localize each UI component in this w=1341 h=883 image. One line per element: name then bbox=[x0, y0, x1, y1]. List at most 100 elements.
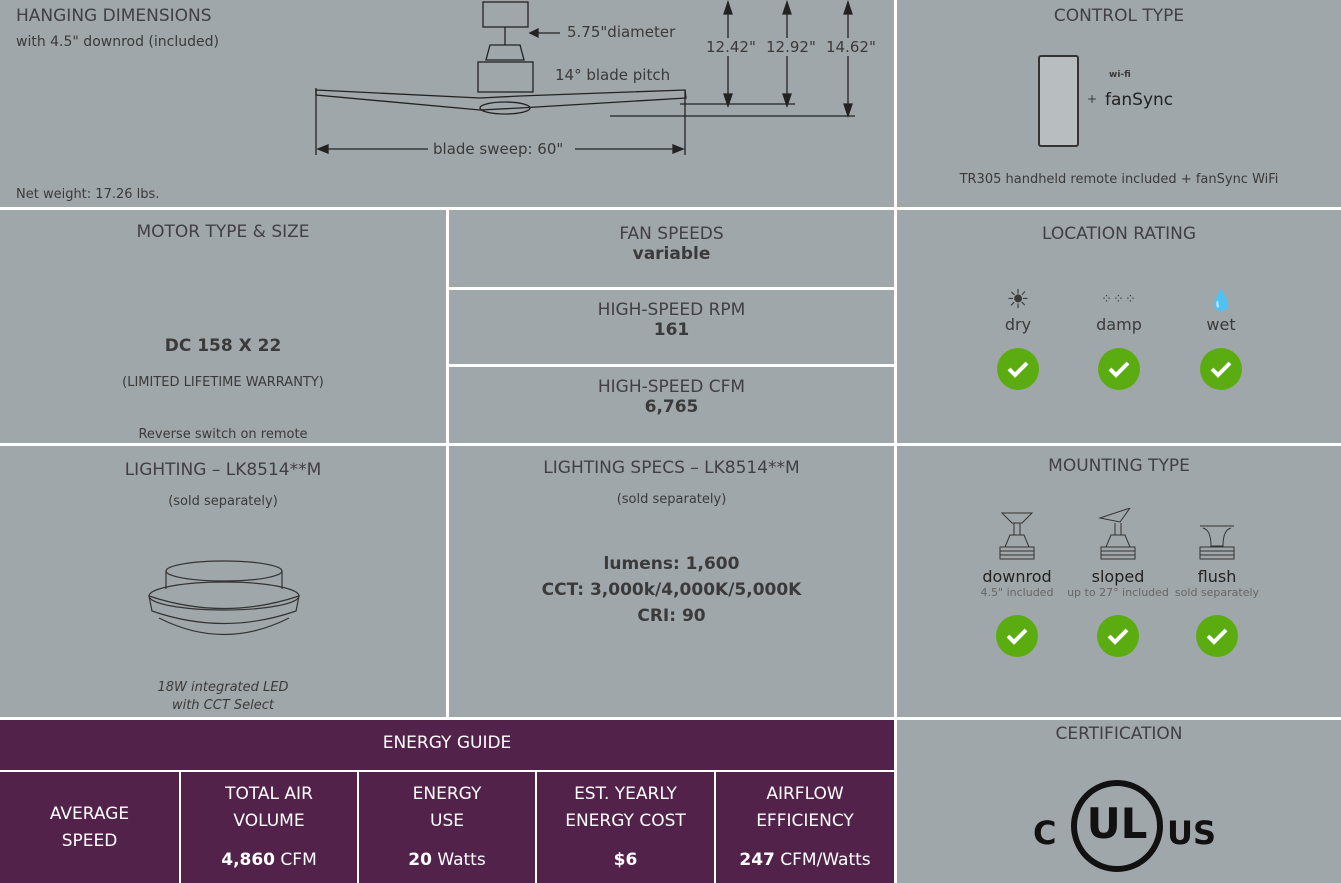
location-dry: ☀ dry bbox=[978, 285, 1058, 390]
check-icon bbox=[1200, 348, 1242, 390]
location-label: wet bbox=[1206, 315, 1236, 334]
certification-panel: CERTIFICATION C UL US bbox=[897, 720, 1341, 883]
check-icon bbox=[996, 615, 1038, 657]
cell-label: VOLUME bbox=[233, 811, 305, 831]
panel-title: LOCATION RATING bbox=[1041, 224, 1197, 244]
downrod-mount-icon bbox=[999, 512, 1035, 560]
lighting-specs-panel: LIGHTING SPECS – LK8514**M (sold separat… bbox=[449, 446, 894, 717]
fan-speeds-value: variable bbox=[632, 244, 711, 264]
lumens: lumens: 1,600 bbox=[603, 554, 740, 574]
fansync-logo: fanSync bbox=[1105, 90, 1174, 110]
mount-flush: flush sold separately bbox=[1167, 508, 1267, 657]
ul-text: UL bbox=[1086, 799, 1148, 848]
cfm-panel: HIGH-SPEED CFM 6,765 bbox=[449, 367, 894, 443]
cell-label: ENERGY bbox=[412, 784, 482, 804]
ul-c: C bbox=[1033, 814, 1057, 852]
led-caption: 18W integrated LED bbox=[157, 680, 289, 695]
cell-value: 4,860 bbox=[221, 850, 276, 870]
mount-sub: up to 27° included bbox=[1067, 586, 1169, 599]
panel-title: CONTROL TYPE bbox=[1053, 6, 1185, 26]
plus-sign: + bbox=[1087, 92, 1098, 106]
mount-downrod: downrod 4.5" included bbox=[975, 508, 1059, 657]
blade-sweep-label: blade sweep: 60" bbox=[433, 140, 564, 158]
cell-label: ENERGY COST bbox=[565, 811, 686, 831]
mount-label: sloped bbox=[1091, 567, 1145, 586]
subtitle: with 4.5" downrod (included) bbox=[16, 34, 219, 50]
energy-air-volume: TOTAL AIR VOLUME 4,860 CFM bbox=[181, 772, 357, 883]
cell-label: EST. YEARLY bbox=[574, 784, 677, 804]
cell-unit: CFM/Watts bbox=[774, 850, 871, 870]
panel-title: HIGH-SPEED RPM bbox=[597, 300, 746, 320]
mount-label: flush bbox=[1197, 567, 1237, 586]
fan-speeds-panel: FAN SPEEDS variable bbox=[449, 210, 894, 287]
mount-sub: sold separately bbox=[1174, 586, 1260, 599]
cct-caption: with CCT Select bbox=[171, 698, 275, 713]
sloped-mount-icon bbox=[1098, 507, 1136, 560]
cell-label: USE bbox=[430, 811, 464, 831]
control-type-panel: CONTROL TYPE + wi-fi fanSync TR305 handh… bbox=[897, 0, 1341, 207]
cell-label: AIRFLOW bbox=[766, 784, 844, 804]
check-icon bbox=[1196, 615, 1238, 657]
cell-value: 247 bbox=[739, 850, 775, 870]
hanging-dimensions-panel: HANGING DIMENSIONS with 4.5" downrod (in… bbox=[0, 0, 894, 207]
panel-title: MOUNTING TYPE bbox=[1048, 456, 1190, 476]
panel-title: CERTIFICATION bbox=[1055, 724, 1183, 744]
energy-guide-title: ENERGY GUIDE bbox=[382, 733, 512, 753]
energy-yearly-cost: EST. YEARLY ENERGY COST $6 bbox=[537, 772, 714, 883]
location-damp: ⁘⁘⁘ damp bbox=[1079, 285, 1159, 390]
panel-title: MOTOR TYPE & SIZE bbox=[136, 222, 310, 242]
energy-guide-header: ENERGY GUIDE bbox=[0, 720, 894, 770]
height-label-2: 12.92" bbox=[766, 38, 816, 56]
panel-title: FAN SPEEDS bbox=[619, 224, 724, 244]
location-label: damp bbox=[1096, 315, 1142, 334]
energy-airflow-efficiency: AIRFLOW EFFICIENCY 247 CFM/Watts bbox=[716, 772, 894, 883]
rpm-value: 161 bbox=[653, 320, 690, 340]
rpm-panel: HIGH-SPEED RPM 161 bbox=[449, 290, 894, 364]
cell-unit: Watts bbox=[431, 850, 486, 870]
cell-label: SPEED bbox=[61, 830, 118, 851]
ul-circle: UL bbox=[1071, 780, 1163, 872]
cct: CCT: 3,000k/4,000K/5,000K bbox=[541, 580, 802, 600]
sold-separately: (sold separately) bbox=[168, 494, 278, 509]
location-rating-panel: LOCATION RATING ☀ dry ⁘⁘⁘ damp 💧 wet bbox=[897, 210, 1341, 443]
check-icon bbox=[997, 348, 1039, 390]
sold-separately: (sold separately) bbox=[616, 492, 727, 507]
ul-logo: C UL US bbox=[1033, 778, 1216, 878]
cell-label: AVERAGE bbox=[49, 803, 130, 824]
cell-unit: CFM bbox=[275, 850, 317, 870]
mount-label: downrod bbox=[982, 567, 1052, 586]
panel-title: LIGHTING – LK8514**M bbox=[124, 460, 322, 480]
cell-label: EFFICIENCY bbox=[756, 811, 854, 831]
cri: CRI: 90 bbox=[637, 606, 706, 626]
warranty: (LIMITED LIFETIME WARRANTY) bbox=[122, 375, 324, 390]
fan-diagram bbox=[315, 0, 855, 155]
motor-value: DC 158 X 22 bbox=[164, 336, 282, 356]
remote-icon bbox=[1038, 55, 1079, 147]
panel-title: LIGHTING SPECS – LK8514**M bbox=[543, 458, 800, 478]
panel-title: HANGING DIMENSIONS bbox=[16, 6, 212, 26]
energy-use: ENERGY USE 20 Watts bbox=[359, 772, 535, 883]
height-label-1: 12.42" bbox=[706, 38, 756, 56]
net-weight: Net weight: 17.26 lbs. bbox=[16, 187, 160, 202]
check-icon bbox=[1098, 348, 1140, 390]
blade-pitch-label: 14° blade pitch bbox=[555, 66, 671, 84]
cell-value: 20 bbox=[408, 850, 432, 870]
mount-sub: 4.5" included bbox=[980, 586, 1054, 599]
mounting-type-panel: MOUNTING TYPE downrod 4.5" included slop… bbox=[897, 446, 1341, 717]
droplets-icon: 💧 bbox=[1208, 288, 1234, 312]
cell-label: TOTAL AIR bbox=[225, 784, 313, 804]
energy-average-speed: AVERAGE SPEED bbox=[0, 772, 179, 883]
panel-title: HIGH-SPEED CFM bbox=[597, 377, 746, 397]
location-label: dry bbox=[1004, 315, 1032, 334]
ul-us: US bbox=[1167, 814, 1217, 852]
flush-mount-icon bbox=[1199, 525, 1235, 560]
cell-value: $6 bbox=[613, 850, 638, 870]
light-kit-image bbox=[148, 560, 300, 636]
mist-icon: ⁘⁘⁘ bbox=[1101, 292, 1137, 307]
location-wet: 💧 wet bbox=[1181, 285, 1261, 390]
height-label-3: 14.62" bbox=[826, 38, 876, 56]
motor-panel: MOTOR TYPE & SIZE DC 158 X 22 (LIMITED L… bbox=[0, 210, 446, 443]
lighting-panel: LIGHTING – LK8514**M (sold separately) 1… bbox=[0, 446, 446, 717]
sun-icon: ☀ bbox=[1006, 285, 1030, 315]
diameter-label: 5.75"diameter bbox=[567, 23, 676, 41]
